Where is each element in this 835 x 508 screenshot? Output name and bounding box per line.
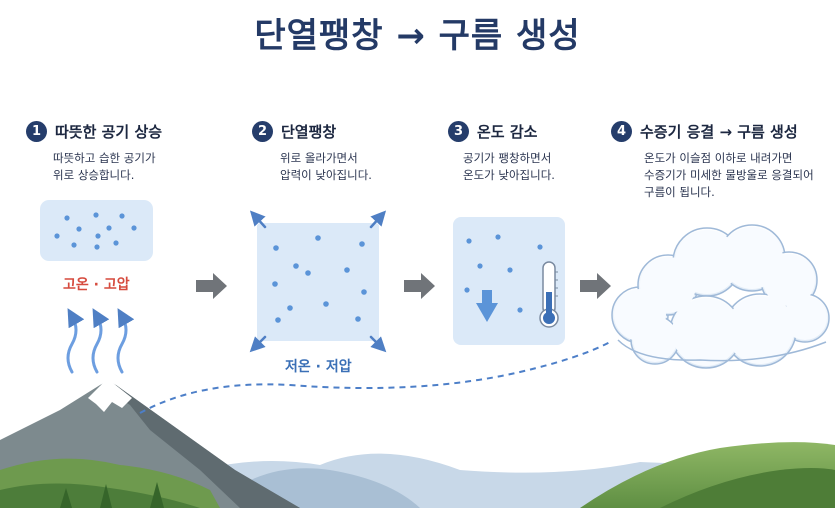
arrow-right-icon	[196, 273, 227, 299]
cloud-fill	[614, 227, 827, 366]
cloud-base	[617, 339, 827, 362]
step-heading: 온도 감소	[477, 123, 538, 141]
rising-air-arrows	[66, 308, 135, 374]
step-3: 3 온도 감소 공기가 팽창하면서 온도가 낮아집니다.	[448, 121, 555, 184]
mountain	[0, 381, 300, 508]
air-parcel-expanded	[249, 210, 387, 353]
air-parcel-cooling	[453, 217, 565, 345]
warm-high-pressure-label: 고온 · 고압	[63, 277, 130, 293]
air-path-dashed	[139, 341, 611, 414]
step-description-line: 온도가 이슬점 이하로 내려가면	[644, 151, 793, 165]
step-description-line: 위로 상승합니다.	[53, 168, 135, 182]
right-hill-front	[660, 468, 835, 508]
cold-low-pressure-label: 저온 · 저압	[285, 359, 352, 375]
step-description-line: 수증기가 미세한 물방울로 응결되어	[644, 168, 814, 182]
thermometer-icon	[539, 261, 559, 328]
step-heading: 수증기 응결 → 구름 생성	[640, 123, 798, 141]
step-description-line: 구름이 됩니다.	[644, 185, 715, 199]
step-description-line: 온도가 낮아집니다.	[463, 168, 555, 182]
arrow-right-icon	[404, 273, 435, 299]
step-number-badge: 1	[26, 121, 47, 142]
air-parcel-warm	[40, 200, 153, 261]
step-heading: 따뜻한 공기 상승	[55, 123, 163, 141]
step-number-badge: 4	[611, 121, 632, 142]
step-description-line: 따뜻하고 습한 공기가	[53, 151, 156, 165]
step-heading: 단열팽창	[281, 123, 337, 141]
step-number-badge: 2	[252, 121, 273, 142]
arrow-right-icon	[580, 273, 611, 299]
step-number-badge: 3	[448, 121, 469, 142]
step-1: 1 따뜻한 공기 상승 따뜻하고 습한 공기가 위로 상승합니다.	[26, 121, 162, 184]
process-arrows	[196, 273, 611, 299]
step-description-line: 위로 올라가면서	[280, 151, 358, 165]
step-2: 2 단열팽창 위로 올라가면서 압력이 낮아집니다.	[252, 121, 372, 184]
step-description-line: 압력이 낮아집니다.	[280, 168, 372, 182]
step-4: 4 수증기 응결 → 구름 생성 온도가 이슬점 이하로 내려가면 수증기가 미세…	[611, 121, 814, 201]
page-title: 단열팽창 → 구름 생성	[254, 16, 581, 56]
down-arrow-icon	[476, 290, 498, 322]
step-description-line: 공기가 팽창하면서	[463, 151, 552, 165]
